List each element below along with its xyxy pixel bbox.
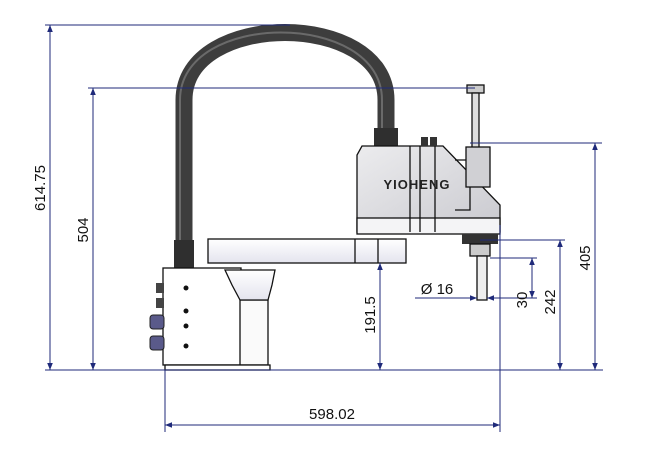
z-shaft [462,84,498,301]
dim-upper-arm-height: 405 [577,245,594,270]
dimension-lines [45,24,603,432]
screw-icon [183,285,189,291]
dim-arm-top-height: 504 [75,217,92,242]
dim-reach: 598.02 [309,406,355,423]
robot-base [149,267,276,371]
upper-arm-housing: YIOHENG [356,137,501,235]
cable-gland [174,240,194,268]
brand-label: YIOHENG [384,177,451,192]
dim-tool-flange-height: 242 [542,289,559,314]
dim-shaft-diameter: Ø 16 [421,281,454,298]
dim-arm-height: 191.5 [362,296,379,334]
lower-arm [207,238,407,264]
cable-hose [175,24,395,258]
dim-total-height: 614.75 [32,165,49,211]
dim-shaft-length: 30 [514,292,531,309]
